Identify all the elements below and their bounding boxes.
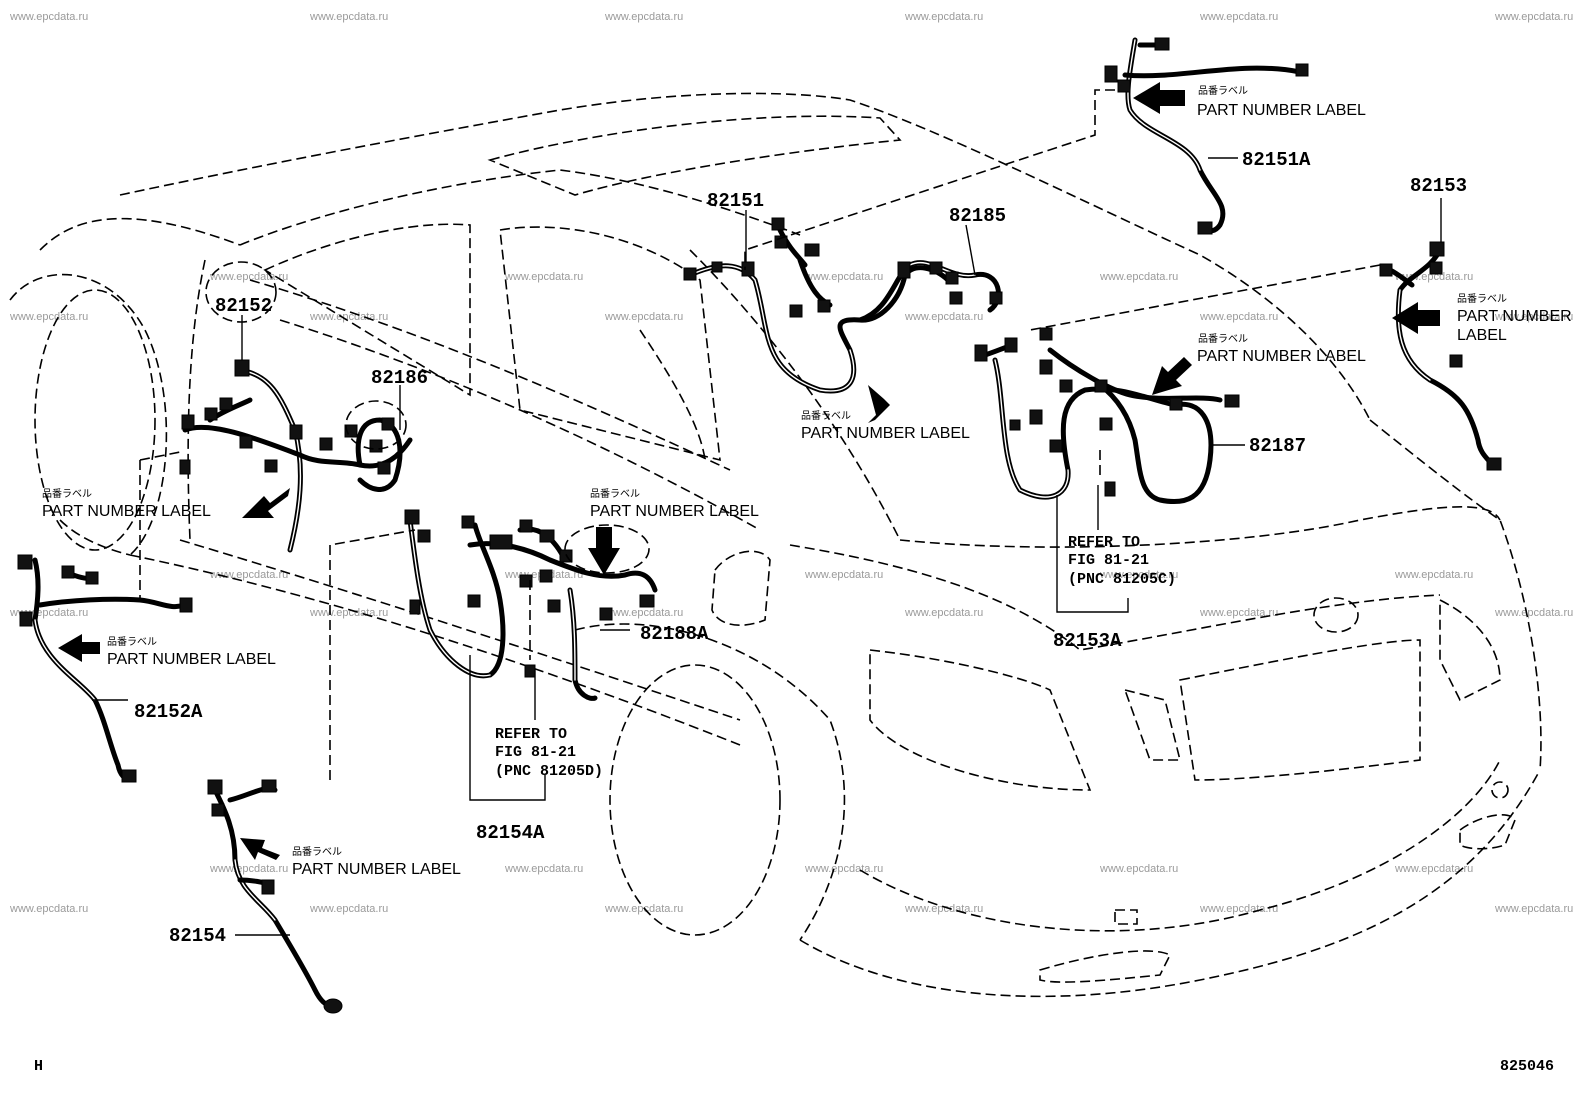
reference-line: FIG 81-21: [495, 744, 576, 761]
reference-line: FIG 81-21: [1068, 552, 1149, 569]
watermark: www.epcdata.ru: [1394, 569, 1473, 581]
car-body-outline: [9, 92, 1542, 998]
harness-82153[interactable]: [1379, 241, 1502, 471]
watermark: www.epcdata.ru: [9, 11, 88, 23]
part-number-82186[interactable]: 82186: [371, 367, 428, 389]
watermark: www.epcdata.ru: [904, 311, 983, 323]
reference-line: REFER TO: [495, 726, 567, 743]
label-en-line2: LABEL: [1457, 327, 1507, 344]
watermark: www.epcdata.ru: [1099, 569, 1178, 581]
reference-note-81205c: REFER TO FIG 81-21 (PNC 81205C): [1068, 534, 1176, 588]
arrow-icon: [1392, 302, 1440, 334]
watermark: www.epcdata.ru: [804, 569, 883, 581]
watermark: www.epcdata.ru: [1394, 863, 1473, 875]
watermark: www.epcdata.ru: [209, 863, 288, 875]
watermark: www.epcdata.ru: [504, 271, 583, 283]
part-number-82185[interactable]: 82185: [949, 205, 1006, 227]
watermark: www.epcdata.ru: [309, 903, 388, 915]
part-number-82152[interactable]: 82152: [215, 295, 272, 317]
part-number-82188a[interactable]: 82188A: [640, 623, 709, 645]
harness-82154[interactable]: [207, 779, 343, 1014]
watermark: www.epcdata.ru: [1494, 11, 1573, 23]
watermark: www.epcdata.ru: [1199, 903, 1278, 915]
watermark: www.epcdata.ru: [1494, 903, 1573, 915]
watermark: www.epcdata.ru: [1199, 11, 1278, 23]
part-number-82154a[interactable]: 82154A: [476, 822, 545, 844]
part-number-82153[interactable]: 82153: [1410, 175, 1467, 197]
watermark: www.epcdata.ru: [1494, 607, 1573, 619]
label-en: PART NUMBER LABEL: [292, 861, 461, 878]
label-en-line1: PART NUMBER: [1457, 308, 1572, 325]
harness-82151a[interactable]: [1104, 37, 1309, 235]
label-jp: 品番ラベル: [801, 410, 851, 422]
arrow-icon: [1133, 82, 1185, 114]
label-en: PART NUMBER LABEL: [1197, 348, 1366, 365]
watermark: www.epcdata.ru: [504, 863, 583, 875]
watermark: www.epcdata.ru: [309, 311, 388, 323]
label-jp: 品番ラベル: [1198, 333, 1248, 345]
watermark: www.epcdata.ru: [1494, 311, 1573, 323]
part-number-labels: 品番ラベル PART NUMBER LABEL 品番ラベル PART NUMBE…: [42, 85, 1572, 878]
reference-note-81205d: REFER TO FIG 81-21 (PNC 81205D): [495, 726, 603, 780]
watermark: www.epcdata.ru: [1099, 863, 1178, 875]
part-label-arrows: [58, 82, 1440, 860]
leader-lines: [92, 157, 1442, 936]
watermarks: www.epcdata.ru www.epcdata.ru www.epcdat…: [9, 11, 1573, 915]
part-number-82187[interactable]: 82187: [1249, 435, 1306, 457]
part-number-82154[interactable]: 82154: [169, 925, 226, 947]
part-numbers: 82151A 82153 82151 82185 82152 82186 821…: [134, 149, 1467, 947]
reference-line: (PNC 81205C): [1068, 571, 1176, 588]
watermark: www.epcdata.ru: [904, 11, 983, 23]
watermark: www.epcdata.ru: [604, 311, 683, 323]
label-en: PART NUMBER LABEL: [590, 503, 759, 520]
label-jp: 品番ラベル: [292, 846, 342, 858]
dashed-leaders: [139, 89, 1381, 780]
watermark: www.epcdata.ru: [604, 11, 683, 23]
reference-line: (PNC 81205D): [495, 763, 603, 780]
watermark: www.epcdata.ru: [804, 271, 883, 283]
harness-82152a[interactable]: [17, 554, 193, 783]
watermark: www.epcdata.ru: [9, 311, 88, 323]
watermark: www.epcdata.ru: [604, 903, 683, 915]
label-jp: 品番ラベル: [107, 636, 157, 648]
label-en: PART NUMBER LABEL: [107, 651, 276, 668]
harness-82153a-82187[interactable]: [974, 327, 1240, 505]
harness-82152-82186[interactable]: [179, 359, 413, 553]
watermark: www.epcdata.ru: [1099, 271, 1178, 283]
part-number-82152a[interactable]: 82152A: [134, 701, 203, 723]
harness-82185[interactable]: [857, 260, 1003, 323]
label-en: PART NUMBER LABEL: [801, 425, 970, 442]
label-en: PART NUMBER LABEL: [1197, 102, 1366, 119]
arrow-icon: [240, 838, 280, 860]
watermark: www.epcdata.ru: [904, 903, 983, 915]
label-jp: 品番ラベル: [42, 488, 92, 500]
arrow-icon: [1152, 357, 1192, 395]
corner-mark: H: [34, 1058, 43, 1075]
watermark: www.epcdata.ru: [9, 903, 88, 915]
part-number-82151[interactable]: 82151: [707, 190, 764, 212]
watermark: www.epcdata.ru: [209, 569, 288, 581]
arrow-icon: [58, 634, 100, 662]
harness-82154a-82188a[interactable]: [404, 509, 658, 701]
watermark: www.epcdata.ru: [904, 607, 983, 619]
arrow-icon: [588, 527, 620, 575]
arrow-icon: [868, 385, 890, 423]
arrow-icon: [242, 488, 290, 518]
label-jp: 品番ラベル: [1198, 85, 1248, 97]
label-en: PART NUMBER LABEL: [42, 503, 211, 520]
part-number-82151a[interactable]: 82151A: [1242, 149, 1311, 171]
part-number-82153a[interactable]: 82153A: [1053, 630, 1122, 652]
watermark: www.epcdata.ru: [309, 11, 388, 23]
label-jp: 品番ラベル: [1457, 293, 1507, 305]
reference-line: REFER TO: [1068, 534, 1140, 551]
figure-code: 825046: [1500, 1058, 1554, 1075]
harness-82151[interactable]: [683, 217, 951, 394]
watermark: www.epcdata.ru: [804, 863, 883, 875]
label-jp: 品番ラベル: [590, 488, 640, 500]
watermark: www.epcdata.ru: [604, 607, 683, 619]
watermark: www.epcdata.ru: [1199, 311, 1278, 323]
watermark: www.epcdata.ru: [1199, 607, 1278, 619]
